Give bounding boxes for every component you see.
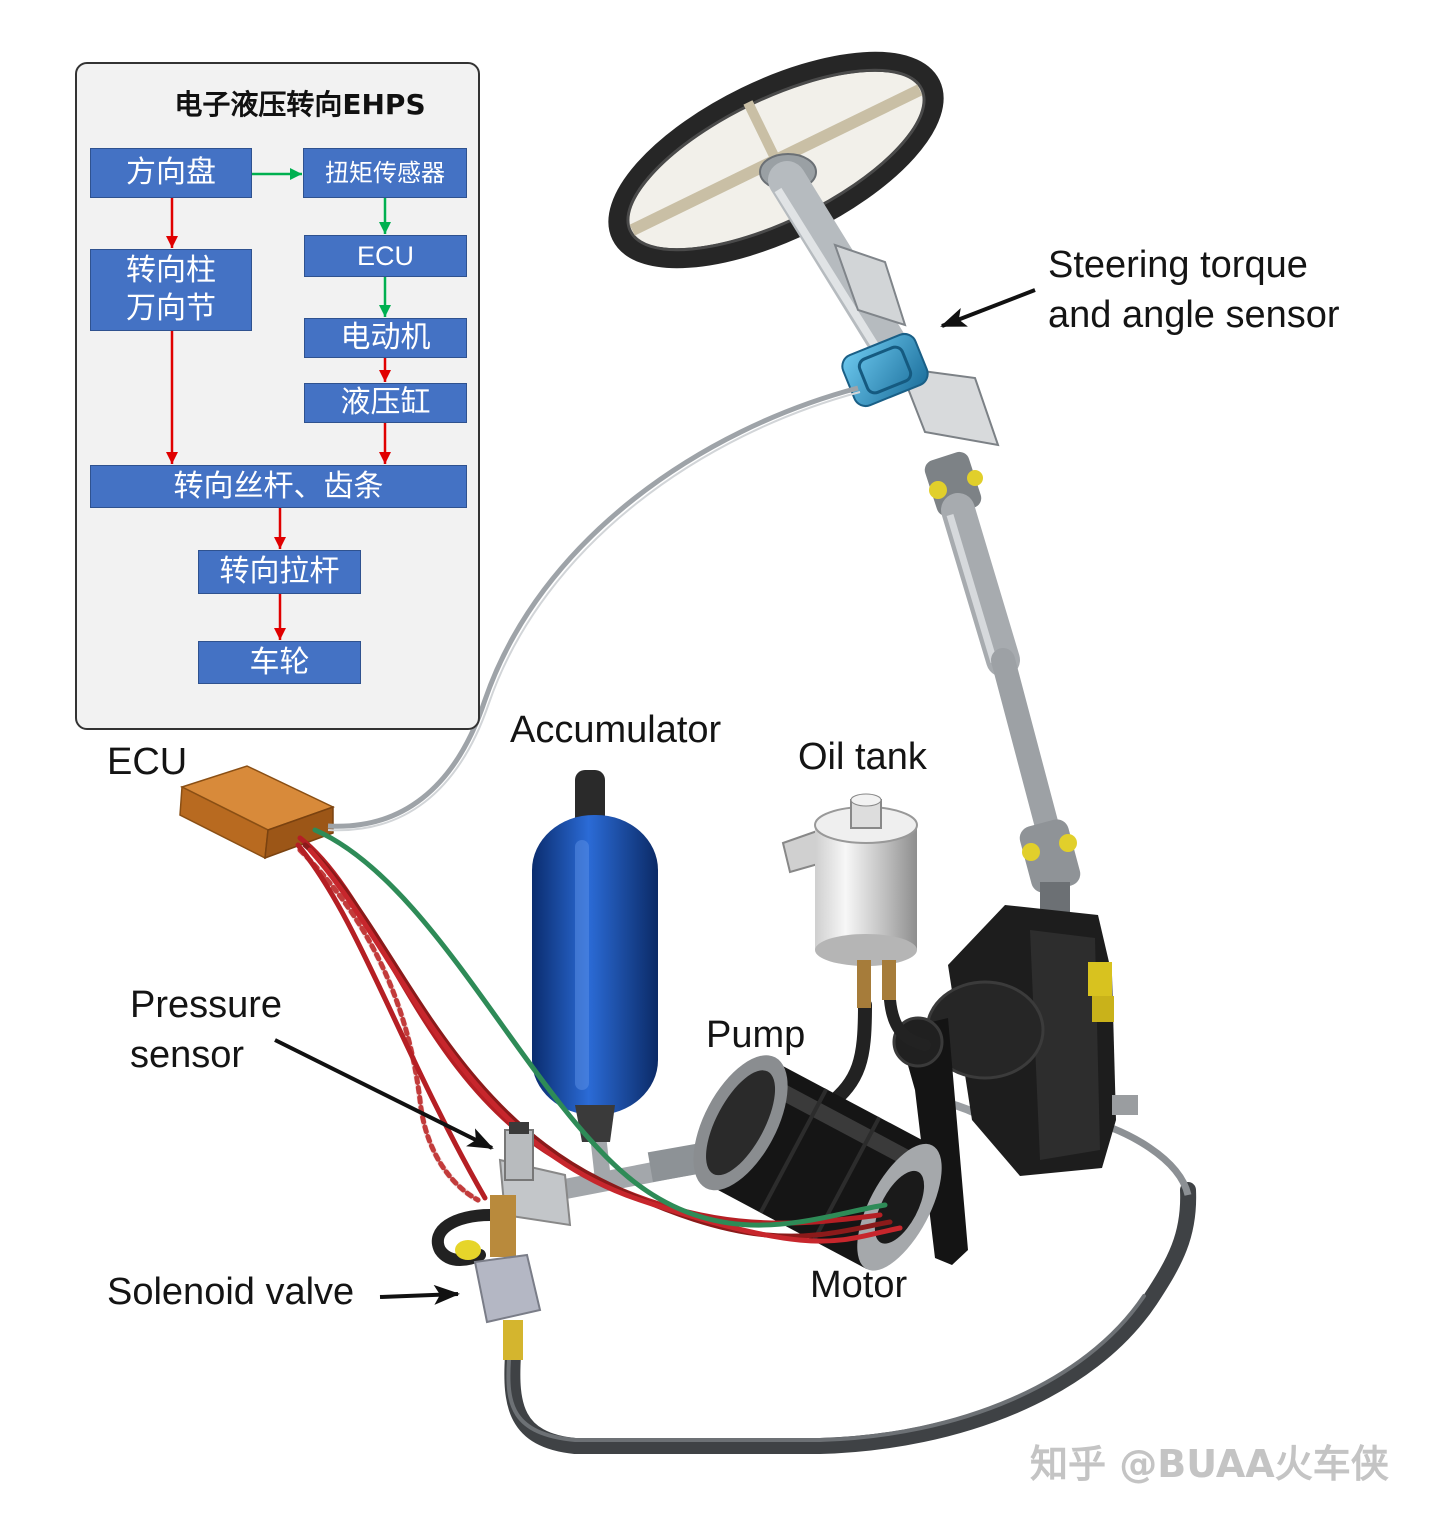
wire-green: [312, 827, 888, 1228]
motor-rib: [758, 1088, 829, 1214]
wire-dotted: [297, 847, 481, 1203]
label-sensor-line2: and angle sensor: [1048, 294, 1340, 336]
node-steering-column: 转向柱 万向节: [90, 249, 252, 331]
steering-wheel: [608, 51, 944, 269]
solenoid-valve-assembly: [432, 1195, 542, 1360]
steering-wheel-spoke: [743, 100, 781, 163]
upper-column-highlight: [774, 187, 888, 363]
accumulator-top-nozzle: [575, 770, 605, 830]
label-oil-tank: Oil tank: [798, 736, 927, 778]
wire-red: [295, 842, 488, 1201]
watermark: 知乎 @BUAA火车侠: [1030, 1442, 1389, 1486]
label-pressure-line1: Pressure: [130, 984, 283, 1026]
accumulator-body: [532, 815, 658, 1115]
pressure-sensor-assembly: [498, 1122, 572, 1227]
label-sensor-line1: Steering torque: [1048, 244, 1308, 286]
motor-rear-cap-center: [874, 1170, 925, 1244]
steering-wheel-spoke: [773, 84, 923, 166]
steering-gearbox: [892, 905, 1138, 1265]
label-pressure-line2: sensor: [130, 1034, 245, 1076]
pressure-sensor: [504, 1129, 534, 1181]
motor-body-highlight: [758, 1074, 926, 1173]
gearbox-port: [1112, 1095, 1138, 1115]
label-solenoid-valve: Solenoid valve: [107, 1271, 355, 1313]
label-accumulator: Accumulator: [510, 709, 722, 751]
solenoid-yellow-ring: [455, 1240, 481, 1260]
node-ecu: ECU: [304, 235, 467, 277]
column-bracket: [833, 243, 907, 327]
solenoid-outlet-fitting: [503, 1320, 523, 1360]
accumulator-pipe: [590, 1134, 611, 1181]
node-hydraulic-cylinder: 液压缸: [304, 383, 467, 423]
pitman-arm: [898, 1018, 968, 1265]
lower-joint-yellow-cap: [1059, 834, 1077, 852]
oil-tank-body: [815, 825, 917, 950]
ecu-box: [179, 765, 335, 860]
node-steering-column-line1: 转向柱: [126, 253, 216, 288]
wire-red: [307, 847, 903, 1244]
node-torque-sensor: 扭矩传感器: [303, 148, 467, 198]
pump-outlet-fitting: [647, 1144, 701, 1182]
upper-steering-column: [768, 161, 914, 374]
node-motor: 电动机: [304, 318, 467, 358]
lower-steering-shaft: [941, 493, 1020, 677]
accumulator-highlight: [575, 840, 589, 1090]
lower-steering-shaft-inner: [991, 648, 1060, 842]
torque-angle-sensor: [841, 332, 929, 408]
wire-dotted: [297, 847, 481, 1203]
solenoid-brass-fitting: [490, 1195, 516, 1257]
oil-tank-fitting: [882, 960, 896, 1000]
return-hose: [504, 1182, 1197, 1454]
ecu-side-face: [264, 805, 334, 860]
wire-dark-red: [302, 842, 893, 1239]
upper-joint-yellow-cap: [967, 470, 983, 486]
node-tie-rod: 转向拉杆: [198, 550, 361, 594]
accumulator-neck: [575, 1105, 615, 1142]
accumulator: [532, 770, 658, 1142]
oil-tank-fitting: [857, 960, 871, 1008]
label-pump: Pump: [706, 1014, 806, 1056]
oil-tank-bottom: [815, 934, 917, 966]
oil-tank-cap-top: [850, 793, 882, 807]
flowchart-title: 电子液压转向EHPS: [174, 88, 426, 121]
upper-joint-yellow-cap: [929, 481, 947, 499]
label-ecu: ECU: [107, 741, 188, 783]
node-steering-column-line2: 万向节: [126, 291, 216, 326]
node-wheel: 车轮: [198, 641, 361, 684]
gearbox-housing-face: [1030, 930, 1100, 1160]
node-steering-rack: 转向丝杆、齿条: [90, 465, 467, 508]
sensor-leader-arrow: [940, 288, 1036, 328]
pump-front-disc-inner: [706, 1070, 776, 1176]
label-motor: Motor: [810, 1264, 908, 1306]
oil-tank-supply-hose: [821, 998, 872, 1113]
lower-joint-yellow-cap: [1022, 843, 1040, 861]
solenoid-leader-arrow: [379, 1284, 460, 1305]
pressure-sensor-cap: [509, 1122, 529, 1134]
pressure-sensor-leader-arrow: [274, 1038, 494, 1150]
torque-angle-sensor-ring: [857, 345, 913, 395]
lower-shaft-highlight: [946, 513, 998, 664]
solenoid-valve-body: [473, 1253, 542, 1324]
steering-column: [768, 161, 1081, 917]
oil-tank-return-hose: [884, 994, 931, 1051]
gearbox-fitting: [1088, 962, 1112, 996]
ecu-sensor-cable: [327, 385, 861, 832]
wiring-harness: [295, 827, 903, 1244]
column-lower-bracket: [898, 366, 1000, 447]
steering-wheel-spoke: [629, 154, 779, 236]
node-steering-wheel: 方向盘: [90, 148, 252, 198]
gearbox-fitting: [1092, 996, 1114, 1022]
